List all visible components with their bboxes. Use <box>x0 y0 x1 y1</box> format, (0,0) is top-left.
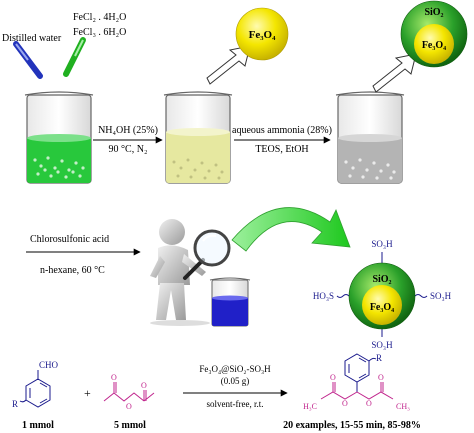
beaker-gray <box>335 91 405 184</box>
sulfonation-conditions-label: n-hexane, 60 °C <box>40 265 105 276</box>
product-o-left-carbonyl: O <box>330 373 336 382</box>
so3h-top-label: SO₃H <box>371 239 393 249</box>
fe3o4-label: Fe₃O₄ <box>249 29 276 41</box>
catalyst-amount-label: (0.05 g) <box>221 376 250 386</box>
results-summary-label: 20 examples, 15-55 min, 85-98% <box>283 420 421 431</box>
arrow1-bottom-label: 90 °C, N₂ <box>109 144 148 155</box>
plus-sign: + <box>84 386 91 400</box>
anhydride-o-left: O <box>111 373 117 382</box>
product-o-left-ester: O <box>342 399 348 408</box>
arrow2-bottom-label: TEOS, EtOH <box>255 144 308 155</box>
distilled-water-label: Distilled water <box>2 33 62 44</box>
fe3o4-core-label-2: Fe₃O₄ <box>370 302 394 313</box>
sio2-shell-label-2: SiO₂ <box>372 274 391 285</box>
fecl3-label: FeCl₃ . 6H₂O <box>73 27 126 38</box>
sio2-shell-label: SiO₂ <box>424 7 443 18</box>
anhydride-o-right: O <box>141 381 147 390</box>
fe3o4-core-label: Fe₃O₄ <box>422 40 446 51</box>
hollow-arrow-1 <box>206 45 251 85</box>
product-structure <box>320 353 394 400</box>
aldehyde-r-label: R <box>12 399 18 409</box>
hollow-arrow-2 <box>372 53 417 93</box>
so3h-bottom-label: SO₃H <box>371 340 393 350</box>
anhydride-amount-label: 5 mmol <box>114 420 146 431</box>
anhydride-o-bridge: O <box>126 402 132 411</box>
fe3o4-sio2-so3h-particle: SiO₂ Fe₃O₄ <box>336 252 428 337</box>
product-r-label: R <box>376 353 382 363</box>
green-curved-arrow <box>231 207 351 252</box>
aldehyde-amount-label: 1 mmol <box>22 420 54 431</box>
green-pipette <box>63 37 86 77</box>
product-o-right-carbonyl: O <box>378 373 384 382</box>
blue-pipette <box>13 41 43 79</box>
arrow2-top-label: aqueous ammonia (28%) <box>232 125 332 136</box>
acetic-anhydride-structure <box>103 382 155 402</box>
catalyst-label: Fe₃O₄@SiO₂-SO₃H <box>199 364 271 374</box>
beaker-blue <box>209 277 251 327</box>
fecl2-label: FeCl₂ . 4H₂O <box>73 12 126 23</box>
fe3o4-particle: Fe₃O₄ <box>235 7 289 61</box>
hso3-left-label: HO₃S <box>313 291 334 301</box>
person-with-magnifier-icon <box>150 219 231 326</box>
chlorosulfonic-acid-label: Chlorosulfonic acid <box>30 234 109 245</box>
aldehyde-group-label: CHO <box>39 360 59 370</box>
product-ch3-left-label: H₃C <box>303 402 317 411</box>
product-o-right-ester: O <box>366 399 372 408</box>
fe3o4-sio2-particle: SiO₂ Fe₃O₄ <box>400 0 468 68</box>
benzaldehyde-structure <box>19 370 51 408</box>
so3h-right-label: SO₃H <box>430 291 452 301</box>
reaction-conditions-label: solvent-free, r.t. <box>207 399 264 409</box>
beaker-yellow <box>163 91 233 184</box>
beaker-green <box>24 91 94 184</box>
arrow1-top-label: NH₄OH (25%) <box>98 125 158 136</box>
product-ch3-right-label: CH₃ <box>396 402 410 411</box>
